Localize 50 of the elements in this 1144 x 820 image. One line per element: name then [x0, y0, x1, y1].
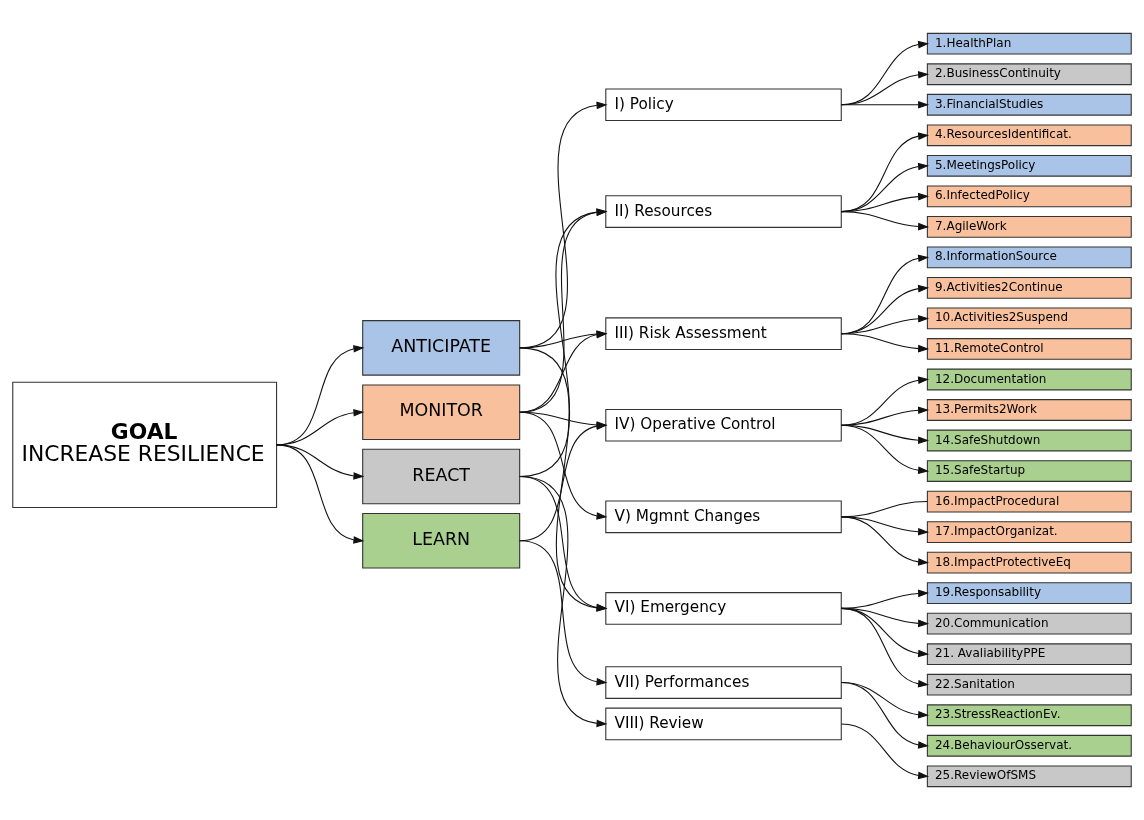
- node-box: 7.AgileWork: [926, 215, 1132, 238]
- node-box: V) Mgmnt Changes: [605, 500, 842, 534]
- node-box: 17.ImpactOrganizat.: [926, 521, 1132, 543]
- node-box: 10.Activities2Suspend: [926, 307, 1132, 330]
- node-box: 14.SafeShutdown: [926, 429, 1132, 452]
- arrow: [840, 682, 929, 749]
- node-box: VIII) Review: [605, 707, 842, 741]
- arrow: [840, 723, 930, 780]
- node-box: I) Policy: [605, 88, 842, 122]
- node-box: GOAL INCREASE RESILIENCE: [12, 381, 278, 509]
- node-box: 9.Activities2Continue: [926, 277, 1132, 299]
- node-box: MONITOR: [362, 384, 521, 440]
- arrow: [840, 607, 930, 688]
- node-box: 6.InfectedPolicy: [926, 185, 1132, 208]
- node-box: II) Resources: [605, 195, 842, 228]
- arrow: [840, 100, 930, 109]
- node-box: 12.Documentation: [926, 368, 1132, 391]
- node-box: 16.ImpactProcedural: [926, 490, 1132, 513]
- node-box: VII) Performances: [605, 666, 842, 699]
- node-box: REACT: [362, 448, 521, 505]
- node-box: 13.Permits2Work: [926, 399, 1132, 421]
- node-box: 8.InformationSource: [926, 246, 1132, 269]
- arrow: [840, 376, 930, 426]
- node-box: 18.ImpactProtectiveEq: [926, 551, 1132, 574]
- node-box: 20.Communication: [926, 612, 1132, 635]
- node-box: 3.FinancialStudies: [926, 93, 1132, 116]
- arrow: [840, 40, 930, 106]
- arrow: [840, 333, 930, 353]
- node-box: 25.ReviewOfSMS: [926, 765, 1132, 788]
- node-box: 1.HealthPlan: [926, 32, 1132, 55]
- node-box: 5.MeetingsPolicy: [926, 154, 1132, 177]
- node-box: 2.BusinessContinuity: [926, 63, 1132, 86]
- node-box: 15.SafeStartup: [926, 460, 1132, 482]
- node-box: 22.Sanitation: [926, 673, 1132, 696]
- arrow: [840, 211, 930, 231]
- node-box: 19.Responsability: [926, 582, 1132, 605]
- node-box: 11.RemoteControl: [926, 338, 1132, 360]
- node-box: LEARN: [362, 513, 521, 569]
- arrow: [840, 70, 930, 106]
- node-box: 24.BehaviourOsservat.: [926, 734, 1132, 757]
- node-box: VI) Emergency: [605, 592, 842, 625]
- arrow: [276, 444, 365, 544]
- arrow: [840, 424, 930, 475]
- node-box: 4.ResourcesIdentificat.: [926, 124, 1132, 147]
- node-box: 21. AvaliabilityPPE: [926, 643, 1132, 666]
- node-box: IV) Operative Control: [605, 408, 842, 442]
- node-box: 23.StressReactionEv.: [926, 704, 1132, 727]
- node-box: III) Risk Assessment: [605, 317, 842, 351]
- arrow: [840, 516, 930, 566]
- node-box: ANTICIPATE: [362, 320, 521, 376]
